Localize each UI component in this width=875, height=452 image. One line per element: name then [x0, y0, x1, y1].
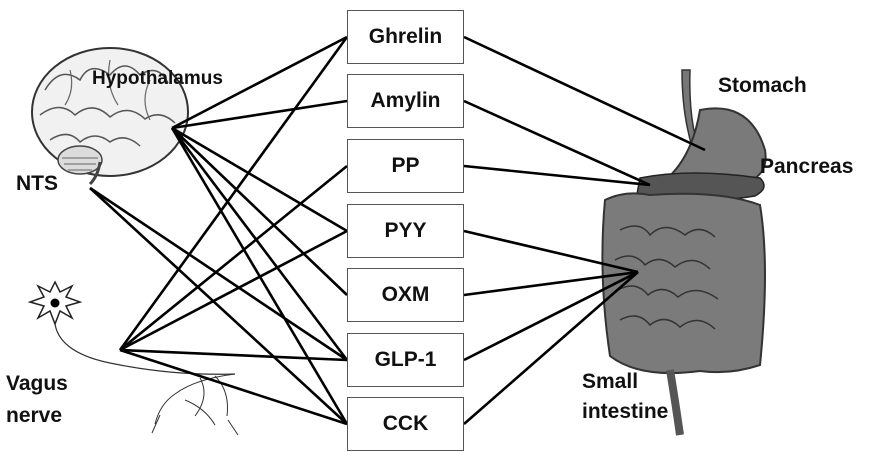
connection-line-hypothalamus-oxm — [172, 128, 347, 295]
hormone-box-pyy: PYY — [347, 204, 464, 258]
small-intestine-label-line1: Small — [582, 370, 638, 394]
hypothalamus-label: Hypothalamus — [92, 68, 223, 90]
small-intestine-label-line2: intestine — [582, 400, 668, 424]
pancreas-label: Pancreas — [760, 155, 853, 179]
connection-line-ghrelin-stomach — [464, 37, 705, 150]
connection-line-vagus-nerve-pyy — [120, 231, 347, 350]
connection-line-nts-cck — [90, 188, 347, 424]
connection-line-vagus-nerve-cck — [120, 350, 347, 424]
hormone-box-glp1: GLP-1 — [347, 333, 464, 387]
vagus-label: Vagus — [6, 372, 68, 396]
hormone-box-amylin: Amylin — [347, 74, 464, 128]
nerve-label: nerve — [6, 404, 62, 428]
hormone-box-oxm: OXM — [347, 268, 464, 322]
connection-line-amylin-pancreas — [464, 101, 650, 185]
stomach-label: Stomach — [718, 74, 807, 98]
hormone-box-ghrelin: Ghrelin — [347, 10, 464, 64]
connection-line-pp-pancreas — [464, 166, 650, 185]
connection-line-hypothalamus-pyy — [172, 128, 347, 231]
hormone-box-cck: CCK — [347, 397, 464, 451]
connection-line-vagus-nerve-glp-1 — [120, 350, 347, 360]
hormone-box-pp: PP — [347, 139, 464, 193]
nts-label: NTS — [16, 172, 58, 196]
